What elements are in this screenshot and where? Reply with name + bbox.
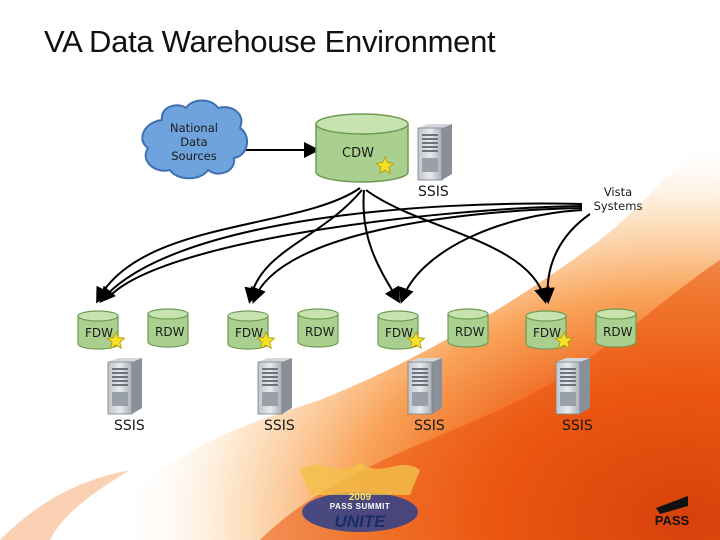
cdw-label: CDW (342, 146, 374, 161)
ssis-server-icon-3 (407, 358, 442, 415)
fdw-label-1: FDW (85, 326, 114, 340)
background-flame-streak (0, 470, 130, 540)
vista-systems-label: Vista Systems (593, 185, 643, 213)
summit-year-label: 2009 (348, 492, 372, 503)
cdw-server-icon (417, 124, 452, 181)
arrow-vista-to-fdw2 (250, 207, 583, 304)
rdw-label-3: RDW (455, 325, 485, 339)
fdw-star-icon-3 (406, 330, 426, 350)
fdw-label-2: FDW (235, 326, 264, 340)
fdw-star-icon-2 (256, 330, 276, 350)
fdw-cylinder-3 (377, 310, 419, 350)
pass-logo-icon (656, 496, 688, 514)
arrow-cdw-to-fdw2 (244, 189, 363, 304)
ssis-label-1: SSIS (114, 418, 145, 434)
pass-logo-text: PASS (654, 513, 690, 528)
summit-logo-badge (300, 462, 420, 532)
arrow-cdw-to-fdw1 (96, 187, 361, 304)
arrow-vista-to-fdw4 (539, 213, 591, 304)
ssis-server-icon-2 (257, 358, 292, 415)
rdw-label-1: RDW (155, 325, 185, 339)
ssis-label-3: SSIS (414, 418, 445, 434)
arrow-vista-to-fdw1b (107, 205, 583, 299)
fdw-cylinder-1 (77, 310, 119, 350)
fdw-label-4: FDW (533, 326, 562, 340)
ssis-label-4: SSIS (562, 418, 593, 434)
arrow-vista-to-fdw3 (398, 209, 583, 304)
fdw-star-icon-4 (554, 330, 574, 350)
fdw-star-icon-1 (106, 330, 126, 350)
rdw-cylinder-1 (147, 308, 189, 348)
rdw-cylinder-3 (447, 308, 489, 348)
national-sources-cloud (141, 99, 249, 180)
top-ssis-label: SSIS (418, 184, 449, 200)
rdw-cylinder-4 (595, 308, 637, 348)
page-title: VA Data Warehouse Environment (44, 24, 496, 59)
ssis-server-icon-4 (555, 358, 590, 415)
summit-tag-label: UNITE (334, 512, 386, 531)
arrow-vista-to-fdw1 (99, 202, 583, 304)
ssis-server-icon-1 (107, 358, 142, 415)
connector-arrows (96, 142, 591, 304)
summit-name-label: PASS SUMMIT (329, 502, 391, 511)
ssis-label-2: SSIS (264, 418, 295, 434)
cdw-star-icon (375, 155, 395, 175)
rdw-label-4: RDW (603, 325, 633, 339)
rdw-cylinder-2 (297, 308, 339, 348)
national-sources-label: National Data Sources (170, 121, 218, 163)
fdw-cylinder-4 (525, 310, 567, 350)
fdw-label-3: FDW (385, 326, 414, 340)
arrow-cdw-to-fdw3 (362, 189, 401, 304)
rdw-label-2: RDW (305, 325, 335, 339)
